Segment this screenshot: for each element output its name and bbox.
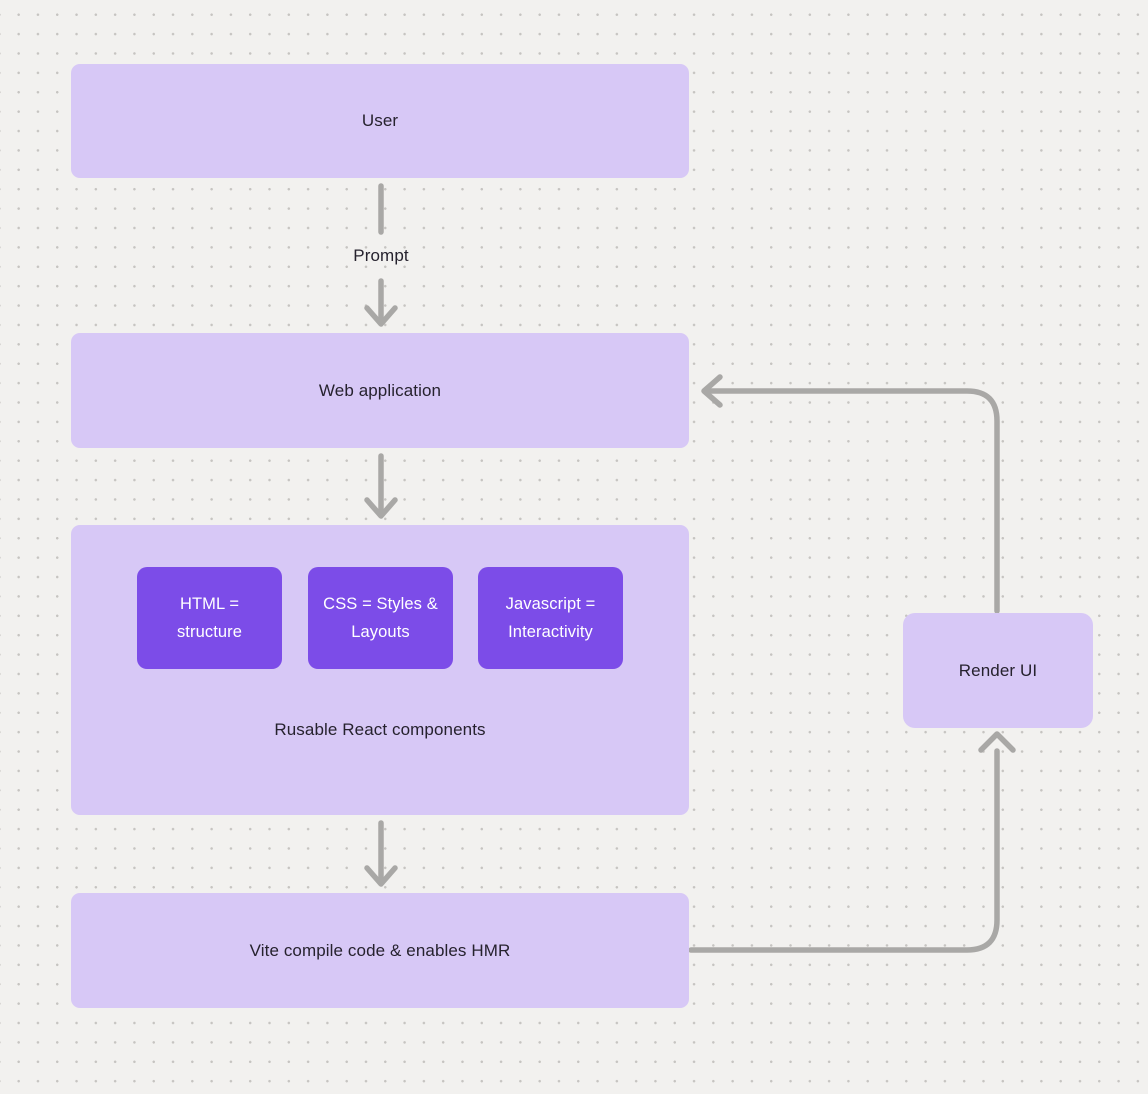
node-css-styles-label: CSS = Styles & Layouts	[323, 594, 438, 641]
edge-render-web-line	[704, 388, 1000, 614]
node-vite[interactable]: Vite compile code & enables HMR	[71, 893, 689, 1008]
node-javascript-interactivity-label: Javascript = Interactivity	[505, 594, 596, 641]
arrowhead-up-icon	[978, 731, 1016, 753]
node-user[interactable]: User	[71, 64, 689, 178]
node-vite-label: Vite compile code & enables HMR	[249, 940, 511, 960]
arrowhead-down-icon	[364, 865, 398, 887]
node-javascript-interactivity[interactable]: Javascript = Interactivity	[478, 567, 623, 669]
components-group-caption: Rusable React components	[274, 720, 486, 739]
node-render-ui-label: Render UI	[958, 660, 1038, 680]
arrowhead-down-icon	[364, 305, 398, 327]
node-user-label: User	[361, 111, 399, 130]
edge-vite-render-line	[688, 748, 1000, 953]
node-html-structure-label: HTML = structure	[176, 594, 243, 641]
edge-label-prompt: Prompt	[353, 246, 409, 265]
node-web-application-label: Web application	[318, 380, 442, 400]
node-render-ui[interactable]: Render UI	[903, 613, 1093, 728]
node-components-group[interactable]: HTML = structure CSS = Styles & Layouts …	[71, 525, 689, 815]
node-html-structure[interactable]: HTML = structure	[137, 567, 282, 669]
node-web-application[interactable]: Web application	[71, 333, 689, 448]
arrowhead-down-icon	[364, 497, 398, 519]
node-css-styles[interactable]: CSS = Styles & Layouts	[308, 567, 453, 669]
arrowhead-left-icon	[701, 374, 723, 408]
